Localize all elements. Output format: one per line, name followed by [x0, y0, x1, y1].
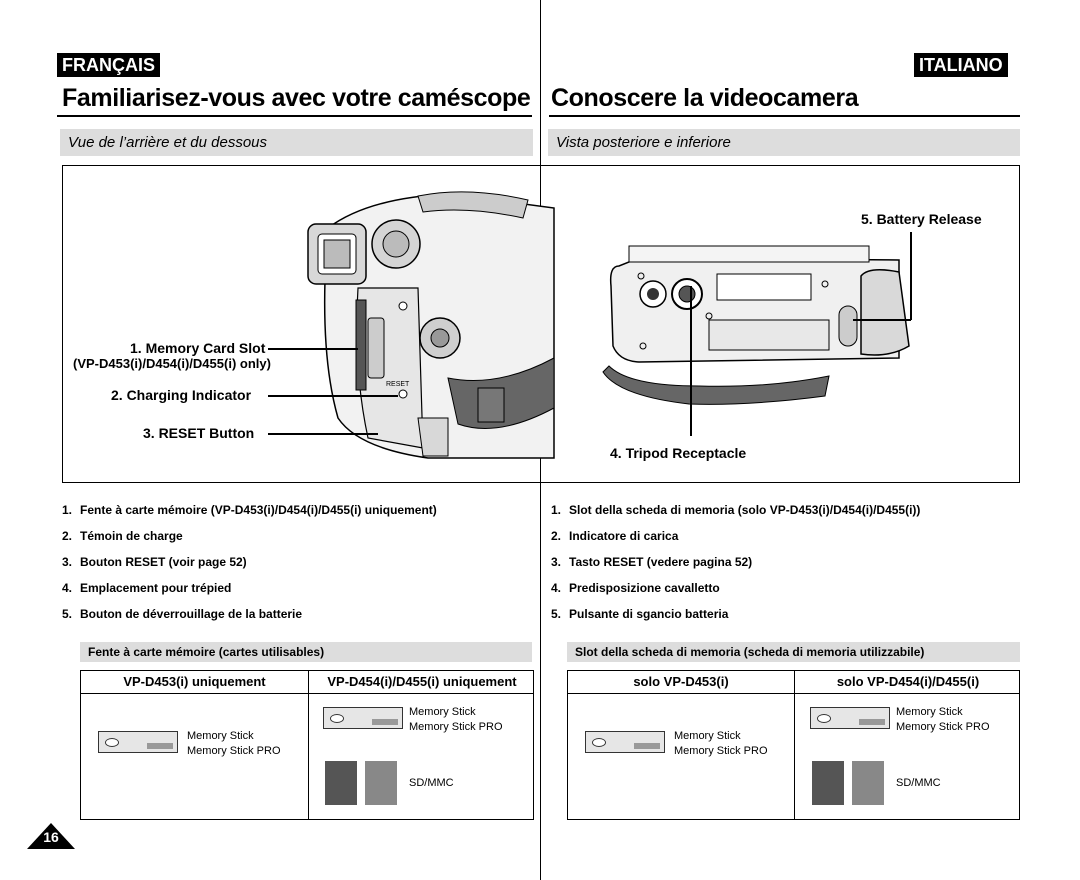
list-number: 2. — [551, 529, 562, 543]
card-label-memory-stick: Memory Stick — [896, 706, 963, 718]
table-column-divider — [794, 671, 795, 819]
french-cards-heading: Fente à carte mémoire (cartes utilisable… — [80, 642, 532, 662]
list-item: 5. Bouton de déverrouillage de la batteri… — [62, 607, 302, 621]
list-number: 5. — [551, 607, 562, 621]
card-label-memory-stick: Memory Stick — [409, 706, 476, 718]
list-text: Indicatore di carica — [569, 529, 679, 543]
callout-memory-card-slot: 1. Memory Card Slot — [130, 340, 266, 356]
list-number: 3. — [551, 555, 562, 569]
leader-line-3 — [268, 433, 378, 435]
language-tag-italian: ITALIANO — [914, 53, 1008, 77]
list-text: Bouton de déverrouillage de la batterie — [80, 607, 303, 621]
callout-tripod-receptacle: 4. Tripod Receptacle — [610, 445, 747, 461]
list-text: Tasto RESET (vedere pagina 52) — [569, 555, 753, 569]
table-column-divider — [308, 671, 309, 819]
table-header-col1: VP-D453(i) uniquement — [123, 674, 266, 689]
page-number: 16 — [43, 829, 59, 845]
list-text: Predisposizione cavalletto — [569, 581, 720, 595]
list-number: 1. — [62, 503, 73, 517]
list-text: Pulsante di sgancio batteria — [569, 607, 729, 621]
table-header-col1: solo VP-D453(i) — [633, 674, 729, 689]
list-text: Emplacement pour trépied — [80, 581, 232, 595]
list-text: Bouton RESET (voir page 52) — [80, 555, 247, 569]
page-title-french: Familiarisez-vous avec votre caméscope — [62, 84, 531, 112]
list-text: Témoin de charge — [80, 529, 183, 543]
card-label-memory-stick: Memory Stick — [187, 730, 254, 742]
mmc-card-image — [365, 761, 397, 805]
card-label-memory-stick-pro: Memory Stick PRO — [409, 721, 503, 733]
french-cards-table: VP-D453(i) uniquement VP-D454(i)/D455(i)… — [80, 670, 534, 820]
list-number: 2. — [62, 529, 73, 543]
reset-engraving: RESET — [386, 381, 410, 388]
italian-cards-heading: Slot della scheda di memoria (scheda di … — [567, 642, 1020, 662]
leader-line-1 — [268, 348, 358, 350]
list-text: Fente à carte mémoire (VP-D453(i)/D454(i… — [80, 503, 437, 517]
card-label-memory-stick: Memory Stick — [674, 730, 741, 742]
list-item: 3. Tasto RESET (vedere pagina 52) — [551, 555, 752, 569]
title-rule-right — [549, 115, 1020, 117]
page-title-italian: Conoscere la videocamera — [551, 84, 859, 112]
card-label-memory-stick-pro: Memory Stick PRO — [674, 745, 768, 757]
list-item: 1. Fente à carte mémoire (VP-D453(i)/D454… — [62, 503, 437, 517]
sd-card-image — [812, 761, 844, 805]
memory-stick-image — [810, 707, 890, 729]
list-number: 4. — [551, 581, 562, 595]
list-item: 2. Indicatore di carica — [551, 529, 678, 543]
camcorder-figure: RESET 1. Memory Card Slot (VP-D453(i)/D4… — [62, 165, 1020, 483]
card-label-memory-stick-pro: Memory Stick PRO — [896, 721, 990, 733]
list-item: 2. Témoin de charge — [62, 529, 183, 543]
memory-stick-image — [323, 707, 403, 729]
list-item: 1. Slot della scheda di memoria (solo VP-… — [551, 503, 920, 517]
list-item: 3. Bouton RESET (voir page 52) — [62, 555, 247, 569]
sd-card-image — [325, 761, 357, 805]
list-number: 4. — [62, 581, 73, 595]
list-number: 5. — [62, 607, 73, 621]
callout-battery-release: 5. Battery Release — [861, 211, 982, 227]
leader-line-2 — [268, 395, 398, 397]
camcorder-bottom-illustration — [602, 245, 910, 405]
page-number-triangle — [27, 823, 75, 849]
callout-memory-card-models: (VP-D453(i)/D454(i)/D455(i) only) — [73, 356, 271, 371]
leader-line-5-horizontal — [853, 319, 911, 321]
callout-charging-indicator: 2. Charging Indicator — [111, 387, 252, 403]
memory-stick-image — [98, 731, 178, 753]
card-label-sd-mmc: SD/MMC — [409, 777, 454, 789]
list-number: 3. — [62, 555, 73, 569]
card-label-sd-mmc: SD/MMC — [896, 777, 941, 789]
camcorder-rear-illustration: RESET — [307, 191, 555, 459]
table-header-rule — [568, 693, 1019, 694]
list-item: 5. Pulsante di sgancio batteria — [551, 607, 728, 621]
list-item: 4. Emplacement pour trépied — [62, 581, 231, 595]
memory-stick-image — [585, 731, 665, 753]
list-number: 1. — [551, 503, 562, 517]
italian-cards-table: solo VP-D453(i) solo VP-D454(i)/D455(i) … — [567, 670, 1020, 820]
mmc-card-image — [852, 761, 884, 805]
section-heading-french: Vue de l’arrière et du dessous — [60, 129, 533, 156]
table-header-col2: solo VP-D454(i)/D455(i) — [836, 674, 980, 689]
list-text: Slot della scheda di memoria (solo VP-D4… — [569, 503, 921, 517]
list-item: 4. Predisposizione cavalletto — [551, 581, 720, 595]
section-heading-italian: Vista posteriore e inferiore — [548, 129, 1020, 156]
table-header-col2: VP-D454(i)/D455(i) uniquement — [327, 674, 517, 689]
leader-line-4 — [690, 286, 692, 436]
title-rule-left — [57, 115, 532, 117]
leader-line-5-vertical — [910, 232, 912, 320]
callout-reset-button: 3. RESET Button — [143, 425, 255, 441]
card-label-memory-stick-pro: Memory Stick PRO — [187, 745, 281, 757]
table-header-rule — [81, 693, 533, 694]
language-tag-french: FRANÇAIS — [57, 53, 160, 77]
